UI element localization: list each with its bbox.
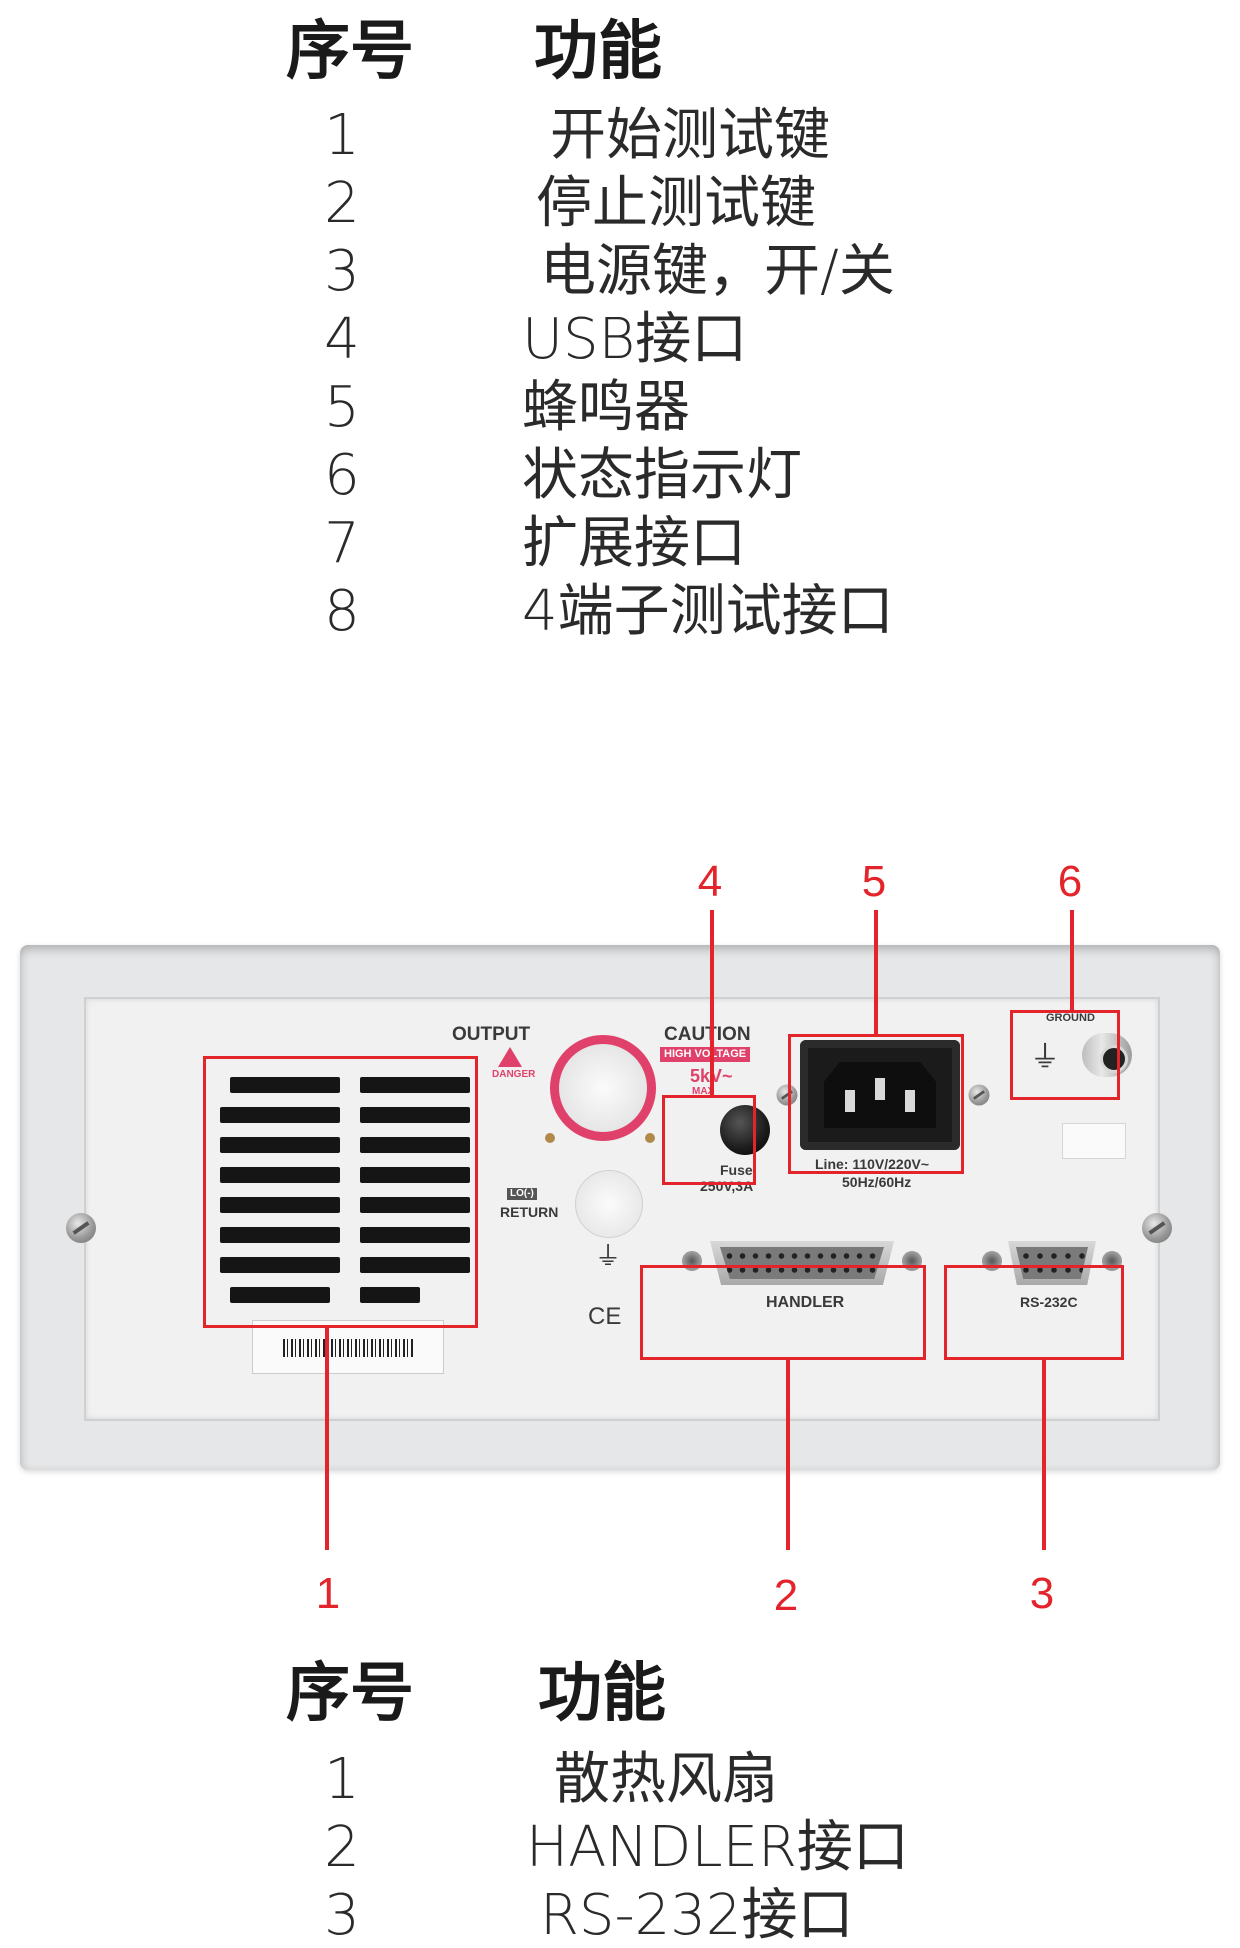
- rs232-connector[interactable]: [982, 1237, 1122, 1289]
- callout-box-fan: [203, 1056, 478, 1328]
- top-row-2-function: 停止测试键: [536, 171, 816, 236]
- top-row-1-function: 开始测试键: [550, 103, 830, 168]
- callout-number-4: 4: [697, 857, 723, 906]
- top-table-function-header: 功能: [534, 15, 662, 89]
- left-screw-icon: [66, 1213, 96, 1243]
- right-screw-icon: [1142, 1213, 1172, 1243]
- caution-label: CAUTION: [664, 1024, 751, 1045]
- inlet-screw-icon: [968, 1084, 990, 1106]
- fan-grille: [210, 1065, 480, 1305]
- ce-mark: CE: [588, 1303, 622, 1330]
- top-row-5-function: 蜂鸣器: [522, 375, 690, 440]
- ground-terminal[interactable]: [1082, 1033, 1132, 1077]
- top-row-8-function: 4端子测试接口: [522, 579, 894, 644]
- return-label: RETURN: [500, 1204, 559, 1220]
- top-table-index-header: 序号: [286, 15, 414, 89]
- device-rear-panel: OUTPUT DANGER CAUTION HIGH VOLTAGE 5kV~ …: [20, 945, 1220, 1470]
- max-label: MAX: [692, 1086, 715, 1097]
- top-row-4-index: 4: [324, 307, 360, 372]
- bottom-row-3-function: RS-232接口: [540, 1883, 854, 1948]
- callout-number-1: 1: [315, 1569, 341, 1618]
- top-row-4-function: USB接口: [522, 307, 748, 372]
- callout-box-rs232: [944, 1265, 1124, 1360]
- top-row-7-index: 7: [324, 511, 360, 576]
- callout-number-6: 6: [1057, 857, 1083, 906]
- callout-box-power-inlet: [788, 1034, 964, 1174]
- barcode-icon: [283, 1339, 413, 1357]
- bottom-row-2-function: HANDLER接口: [526, 1815, 909, 1880]
- top-row-2-index: 2: [324, 171, 360, 236]
- bottom-row-2-index: 2: [324, 1815, 360, 1880]
- top-row-8-index: 8: [324, 579, 360, 644]
- barcode-label: [252, 1320, 444, 1374]
- callout-number-3: 3: [1029, 1569, 1055, 1618]
- ac-power-inlet[interactable]: [800, 1040, 960, 1150]
- warning-triangle-icon: [498, 1047, 522, 1067]
- panel-rivet-icon: [545, 1133, 555, 1143]
- bottom-row-3-index: 3: [324, 1883, 360, 1948]
- top-row-5-index: 5: [324, 375, 360, 440]
- handler-label: HANDLER: [766, 1294, 845, 1311]
- bottom-table-index-header: 序号: [286, 1657, 414, 1731]
- chassis-ground-icon: ⏚: [595, 1241, 622, 1271]
- callout-line-3: [1042, 1360, 1046, 1550]
- ground-symbol-icon: ⏚: [1030, 1041, 1060, 1074]
- output-label: OUTPUT: [452, 1024, 531, 1045]
- rs232-label: RS-232C: [1020, 1294, 1078, 1310]
- callout-box-fuse: [662, 1095, 756, 1185]
- fuse-label: Fuse:: [720, 1162, 758, 1178]
- fuse-holder[interactable]: [720, 1105, 770, 1155]
- panel-rivet-icon: [645, 1133, 655, 1143]
- callout-box-handler: [640, 1265, 926, 1360]
- return-terminal[interactable]: [575, 1170, 643, 1238]
- inlet-screw-icon: [776, 1084, 798, 1106]
- line-voltage-label: Line: 110V/220V~: [815, 1156, 930, 1172]
- handler-connector[interactable]: [682, 1237, 922, 1289]
- bottom-table-function-header: 功能: [538, 1657, 666, 1731]
- top-row-3-index: 3: [324, 239, 360, 304]
- callout-line-5: [874, 910, 878, 1034]
- lo-label: LO(-): [507, 1188, 537, 1200]
- callout-line-1: [325, 1328, 329, 1550]
- callout-number-2: 2: [773, 1571, 799, 1620]
- top-row-7-function: 扩展接口: [522, 511, 746, 576]
- top-row-6-function: 状态指示灯: [522, 443, 802, 508]
- callout-box-ground: [1010, 1010, 1120, 1100]
- high-voltage-label: HIGH VOLTAGE: [660, 1047, 751, 1062]
- bottom-row-1-function: 散热风扇: [554, 1747, 778, 1812]
- line-frequency-label: 50Hz/60Hz: [842, 1174, 912, 1190]
- blank-plug: [1062, 1123, 1126, 1159]
- ground-label: GROUND: [1046, 1012, 1095, 1024]
- top-row-1-index: 1: [324, 103, 360, 168]
- callout-number-5: 5: [861, 857, 887, 906]
- callout-line-2: [786, 1360, 790, 1550]
- hv-output-terminal[interactable]: [550, 1035, 656, 1141]
- top-row-3-function: 电源键，开/关: [540, 239, 895, 304]
- top-row-6-index: 6: [324, 443, 360, 508]
- bottom-row-1-index: 1: [324, 1747, 360, 1812]
- callout-line-6: [1070, 910, 1074, 1010]
- danger-label: DANGER: [492, 1069, 536, 1080]
- callout-line-4: [710, 910, 714, 1095]
